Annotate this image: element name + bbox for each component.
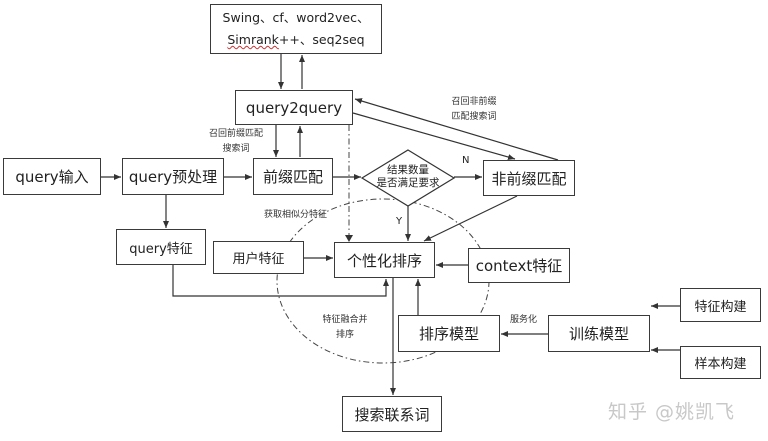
label-feature-fusion: 特征融合并 排序: [318, 313, 372, 343]
label-recall-prefix-line-1: 召回前缀匹配: [208, 129, 263, 139]
node-context-feature[interactable]: context特征: [468, 248, 570, 283]
dashed-arrowhead: [345, 235, 353, 242]
node-query-input[interactable]: query输入: [3, 158, 101, 195]
algorithms-line-1: Swing、cf、word2vec、: [222, 10, 370, 25]
label-feature-fusion-line-1: 特征融合并: [322, 315, 368, 325]
decision-line-1: 结果数量: [387, 164, 429, 176]
algorithms-line-2: Simrank++、seq2seq: [227, 29, 364, 51]
label-recall-non-prefix-line-1: 召回非前缀: [451, 97, 497, 107]
label-recall-non-prefix: 召回非前缀 匹配搜索词: [446, 95, 502, 125]
decision-line-2: 是否满足要求: [376, 177, 440, 189]
node-non-prefix-match[interactable]: 非前缀匹配: [483, 160, 575, 196]
edge-q2q-to-nonprefix: [352, 112, 516, 160]
node-query2query[interactable]: query2query: [235, 90, 353, 125]
edge-nonprefix-to-rank: [423, 195, 518, 242]
label-recall-prefix-line-2: 搜索词: [222, 144, 250, 154]
node-query-preprocess[interactable]: query预处理: [122, 158, 224, 195]
decision-yes-label: Y: [396, 216, 403, 227]
label-similarity-feature: 获取相似分特征: [264, 210, 328, 220]
algorithms-box[interactable]: Swing、cf、word2vec、 Simrank++、seq2seq: [210, 4, 382, 54]
node-feature-build[interactable]: 特征构建: [680, 288, 761, 322]
node-personalized-rank[interactable]: 个性化排序: [334, 242, 435, 278]
node-query-feature[interactable]: query特征: [116, 229, 206, 265]
edge-nonprefix-to-q2q: [354, 98, 559, 161]
label-feature-fusion-line-2: 排序: [335, 330, 354, 340]
decision-diamond: [360, 149, 456, 207]
edge-queryfeature-to-rank: [172, 265, 389, 297]
node-prefix-match[interactable]: 前缀匹配: [253, 158, 333, 195]
decision-no-label: N: [462, 155, 470, 166]
algorithms-seq2seq: ++、seq2seq: [278, 32, 365, 47]
label-recall-prefix: 召回前缀匹配 搜索词: [204, 127, 268, 157]
watermark: 知乎 @姚凯飞: [608, 401, 736, 423]
label-recall-non-prefix-line-2: 匹配搜索词: [451, 112, 497, 122]
label-serving: 服务化: [510, 315, 538, 325]
node-train-model[interactable]: 训练模型: [548, 315, 650, 352]
node-user-feature[interactable]: 用户特征: [213, 241, 304, 274]
algorithms-simrank: Simrank: [227, 32, 279, 47]
node-sample-build[interactable]: 样本构建: [680, 346, 761, 379]
node-rank-model[interactable]: 排序模型: [398, 315, 500, 352]
decision-text: 结果数量 是否满足要求: [368, 164, 448, 190]
node-search-suggestions[interactable]: 搜索联系词: [342, 396, 442, 432]
